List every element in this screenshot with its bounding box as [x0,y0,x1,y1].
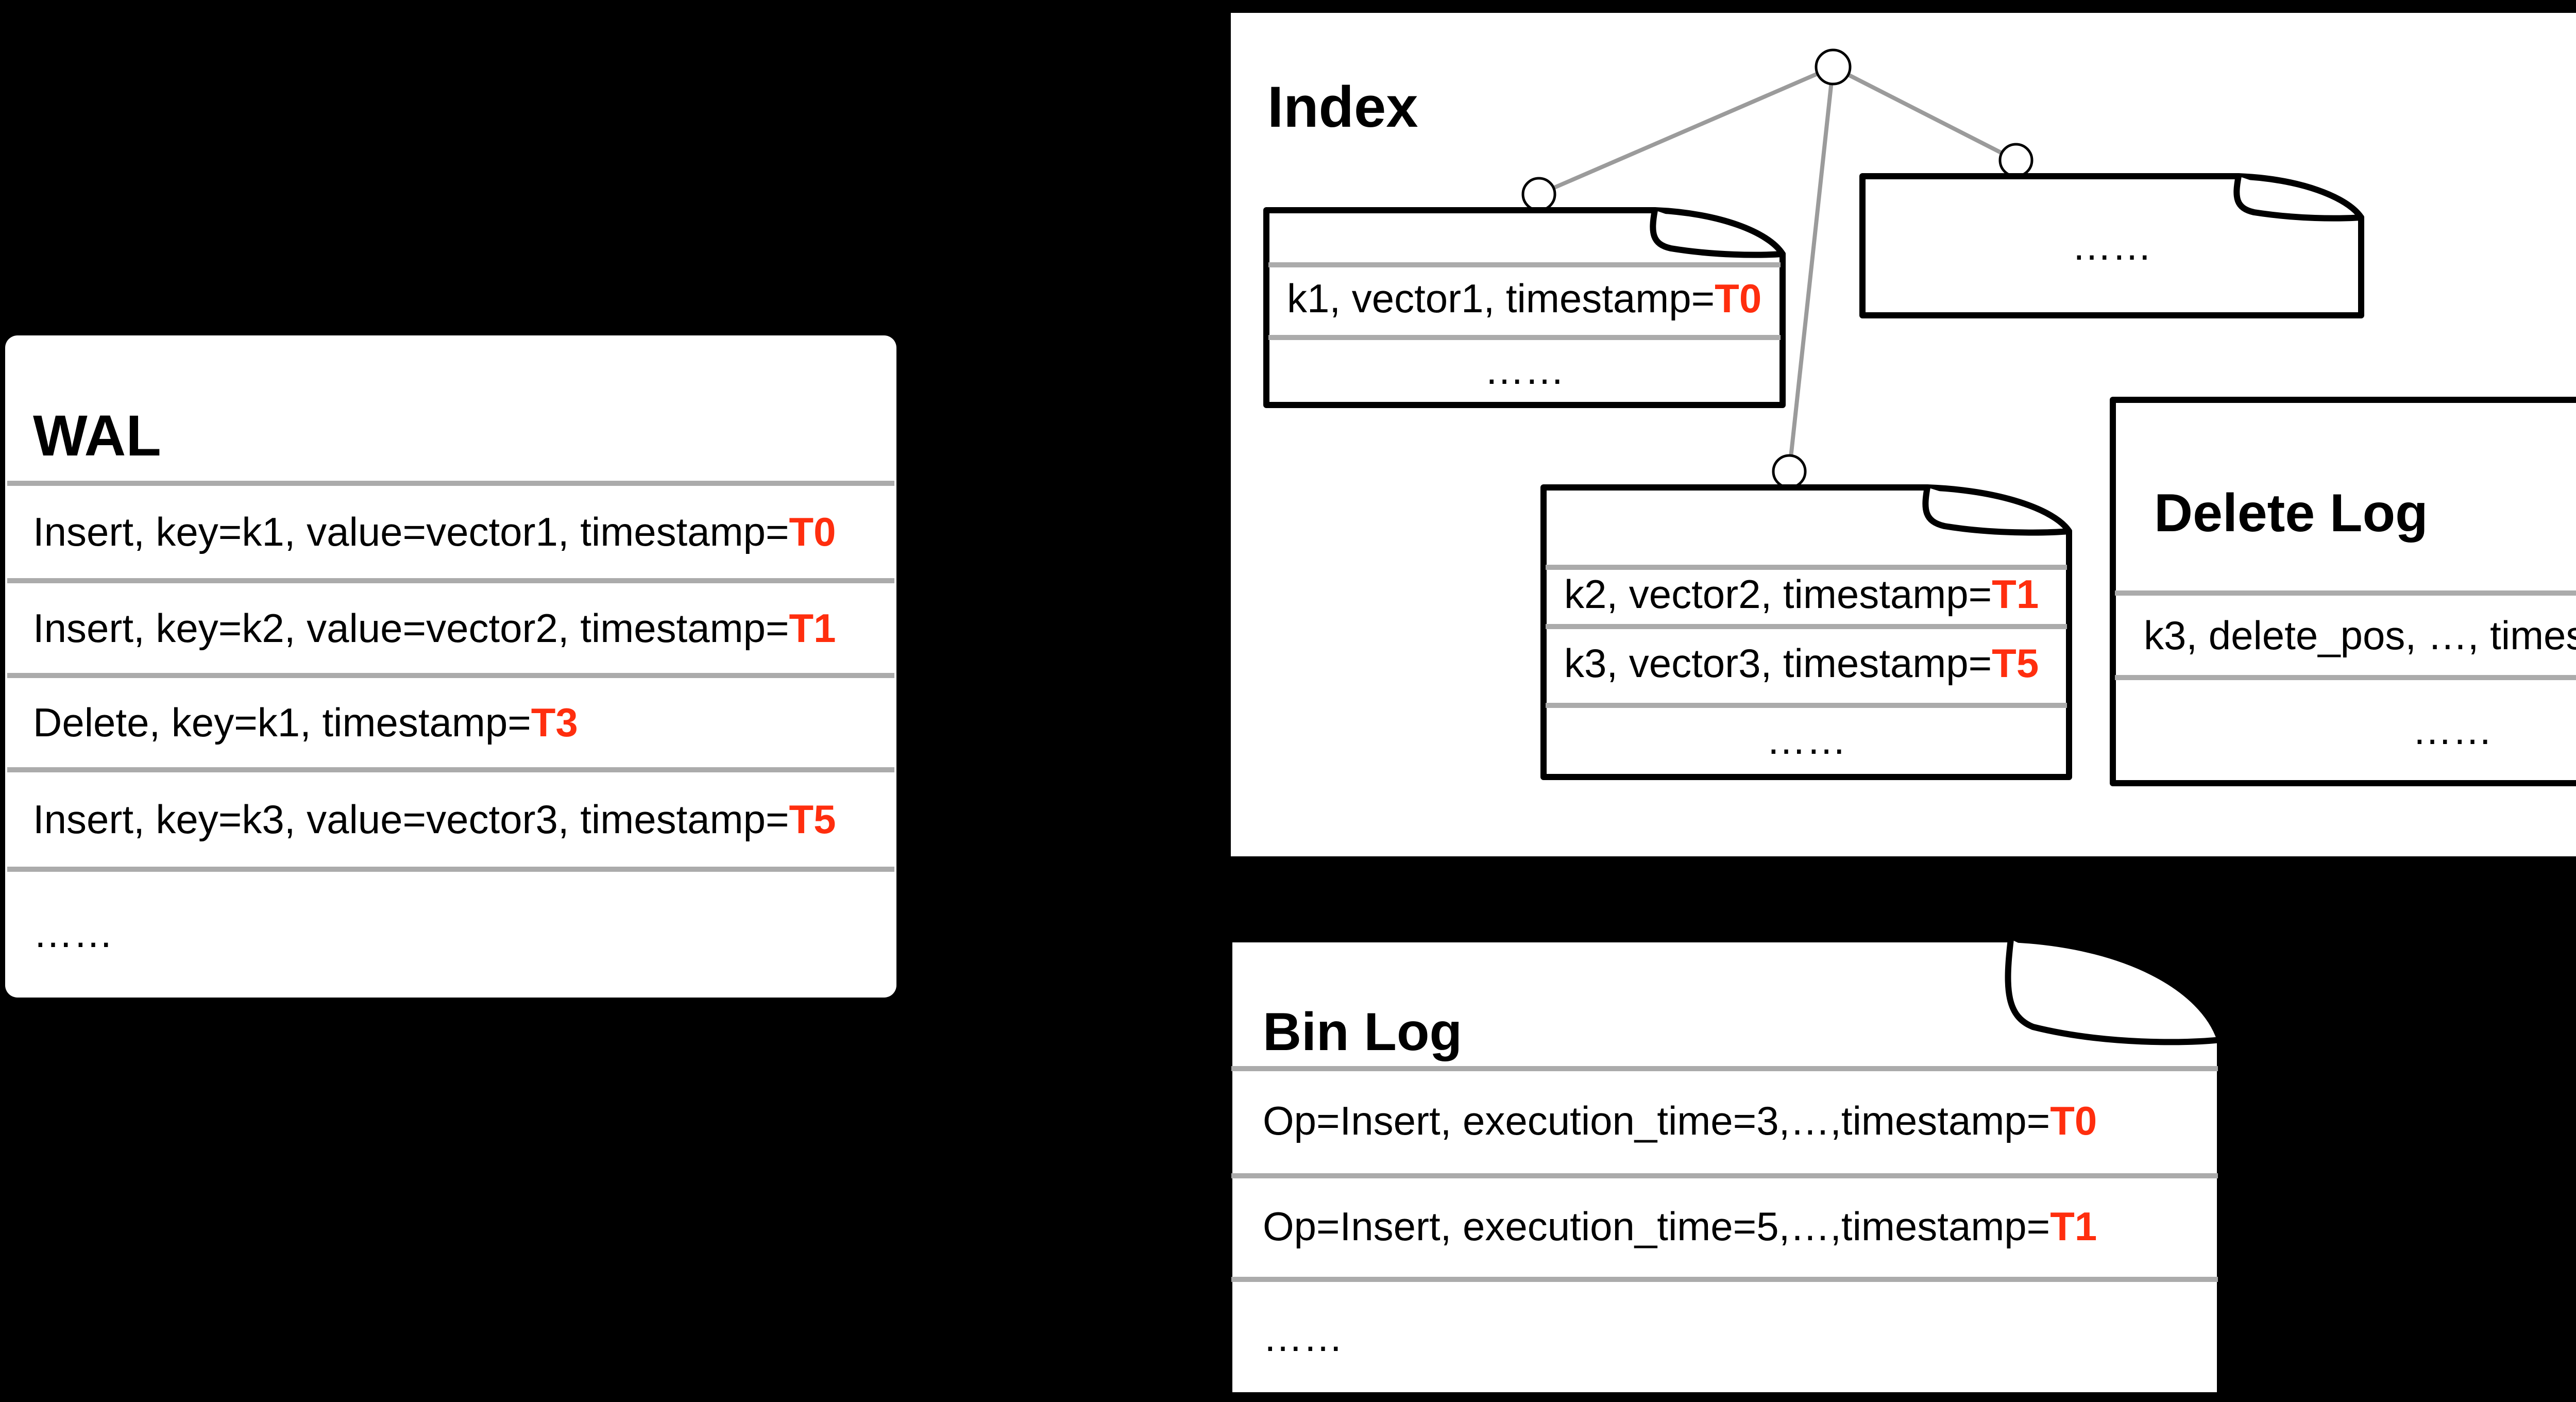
document-shape [1263,207,1786,408]
wal-log-row: Insert, key=k1, value=vector1, timestamp… [5,483,896,581]
wal-log-row: Delete, key=k1, timestamp=T3 [5,675,896,770]
tree-edge [1538,65,1834,196]
doc-divider [1231,1277,2218,1282]
tree-node-root [1815,48,1852,86]
bin-log-title: Bin Log [1263,1002,1463,1062]
timestamp-value: T1 [1992,571,2039,617]
doc-divider [2115,675,2576,680]
tree-node-left [1521,177,1556,212]
wal-title: WAL [33,403,161,468]
tree-edge [1832,65,2017,162]
wal-log-row: Insert, key=k2, value=vector2, timestamp… [5,581,896,675]
segment-ellipsis-row: …… [1266,335,1783,405]
segment-ellipsis-row: …… [1862,176,2361,315]
tree-node-bottom [1772,454,1807,489]
index-segment-doc-2: k2, vector2, timestamp=T1 k3, vector3, t… [1540,484,2072,780]
wal-row-text: …… [33,910,113,956]
segment-row-text: …… [1766,717,1846,763]
wal-row-text: Insert, key=k1, value=vector1, timestamp… [33,509,789,554]
tree-edge [1787,66,1835,472]
segment-ellipsis-row: …… [1544,703,2069,777]
doc-divider [1546,624,2067,629]
tree-node-right [1998,143,2033,178]
timestamp-value: T5 [789,797,836,842]
doc-divider [1231,1173,2218,1178]
timestamp-value: T0 [789,509,836,554]
wal-divider [7,867,894,872]
wal-divider [7,578,894,583]
doc-divider [1268,335,1781,340]
timestamp-value: T3 [531,700,578,745]
index-panel: Index k1, vector1, timestamp=T0 …… [1231,13,2576,856]
wal-row-text: Insert, key=k2, value=vector2, timestamp… [33,605,789,651]
delete-log-row-text: …… [2412,707,2493,753]
doc-divider [1546,703,2067,708]
wal-row-text: Insert, key=k3, value=vector3, timestamp… [33,797,789,842]
wal-row-text: Delete, key=k1, timestamp= [33,700,531,745]
doc-divider [1231,1066,2218,1071]
index-segment-doc-more: …… [1859,173,2364,318]
timestamp-value: T5 [1992,640,2039,686]
segment-row-text: k3, vector3, timestamp= [1564,640,1992,686]
doc-divider [1268,262,1781,267]
segment-row: k2, vector2, timestamp=T1 [1544,565,2069,624]
bin-log-ellipsis-row: …… [1229,1279,2220,1395]
wal-panel: WAL Insert, key=k1, value=vector1, times… [5,335,896,998]
bin-log-row-text: Op=Insert, execution_time=5,…,timestamp= [1263,1203,2050,1249]
delete-log-row-text: k3, delete_pos, …, timestamp= [2144,612,2576,658]
bin-log-row-text: …… [1263,1314,1343,1360]
timestamp-value: T1 [2050,1203,2097,1249]
index-title: Index [1267,75,1418,140]
segment-row: k3, vector3, timestamp=T5 [1544,624,2069,703]
delete-log-row: k3, delete_pos, …, timestamp=T3 [2113,593,2576,678]
bin-log-row: Op=Insert, execution_time=5,…,timestamp=… [1229,1176,2220,1277]
delete-log-panel: Delete Log k3, delete_pos, …, timestamp=… [2110,397,2576,786]
delete-log-title: Delete Log [2154,483,2428,543]
segment-row-text: …… [2072,223,2152,268]
delete-log-ellipsis-row: …… [2113,678,2576,783]
bin-log-panel: Bin Log Op=Insert, execution_time=3,…,ti… [1226,936,2223,1398]
wal-divider [7,481,894,486]
segment-row-text: k2, vector2, timestamp= [1564,571,1992,617]
index-segment-doc-1: k1, vector1, timestamp=T0 …… [1263,207,1786,408]
bin-log-row-text: Op=Insert, execution_time=3,…,timestamp= [1263,1098,2050,1143]
document-shape [1859,173,2364,318]
wal-divider [7,673,894,678]
doc-divider [2115,590,2576,596]
wal-ellipsis-row: …… [5,869,896,998]
bin-log-row: Op=Insert, execution_time=3,…,timestamp=… [1229,1069,2220,1173]
timestamp-value: T0 [2050,1098,2097,1143]
segment-row-text: …… [1484,347,1565,393]
segment-row: k1, vector1, timestamp=T0 [1266,262,1783,335]
timestamp-value: T0 [1715,276,1762,321]
wal-log-row: Insert, key=k3, value=vector3, timestamp… [5,770,896,869]
timestamp-value: T1 [789,605,836,651]
wal-divider [7,767,894,772]
segment-row-text: k1, vector1, timestamp= [1287,276,1715,321]
doc-divider [1546,565,2067,570]
